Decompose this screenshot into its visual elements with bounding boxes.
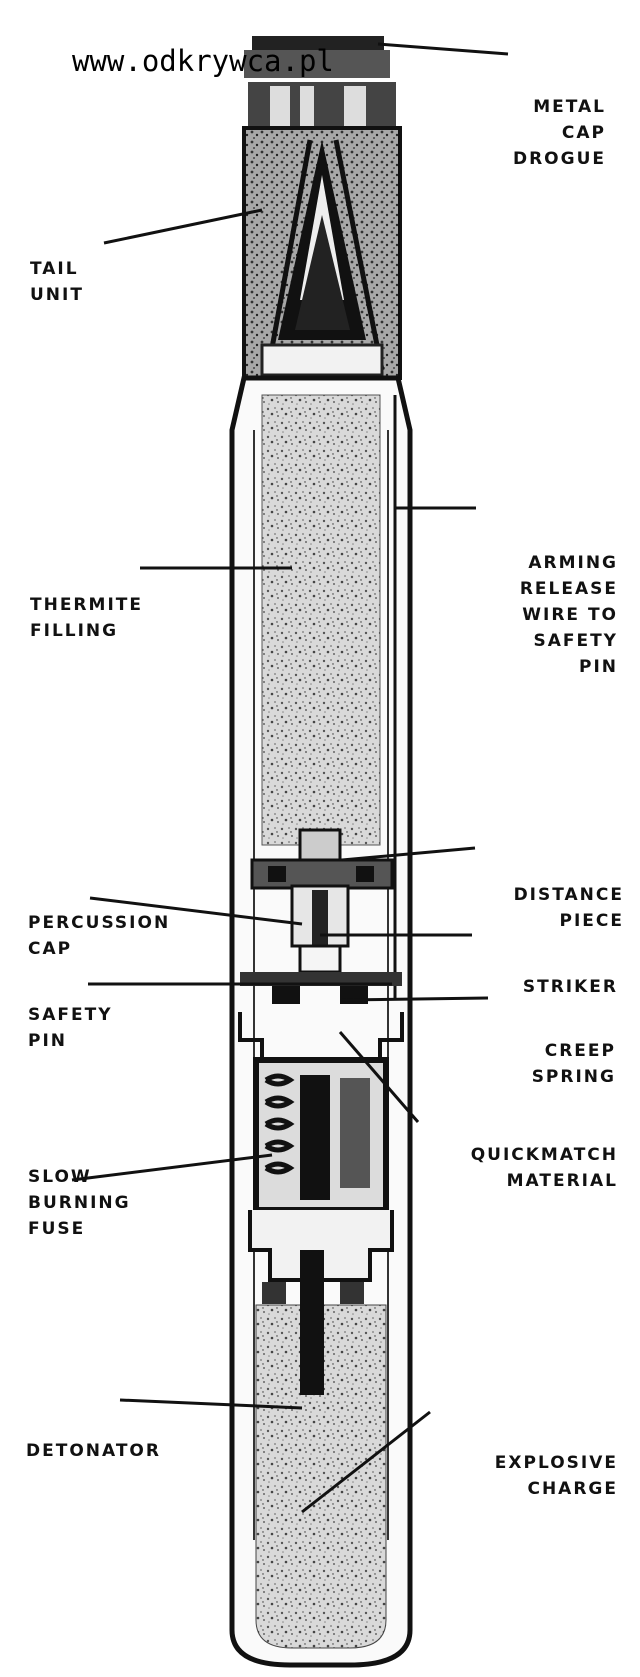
label-detonator: DETONATOR	[26, 1441, 161, 1461]
leader-lines	[71, 42, 509, 1514]
watermark: www.odkrywca.pl	[72, 44, 334, 78]
explosive-charge	[255, 1304, 387, 1649]
thermite-filling	[261, 394, 381, 846]
label-striker: STRIKER	[522, 977, 618, 997]
tail-unit	[242, 126, 402, 380]
slow-burning-fuse	[253, 1057, 389, 1213]
metal-cap-drogue	[244, 36, 396, 130]
